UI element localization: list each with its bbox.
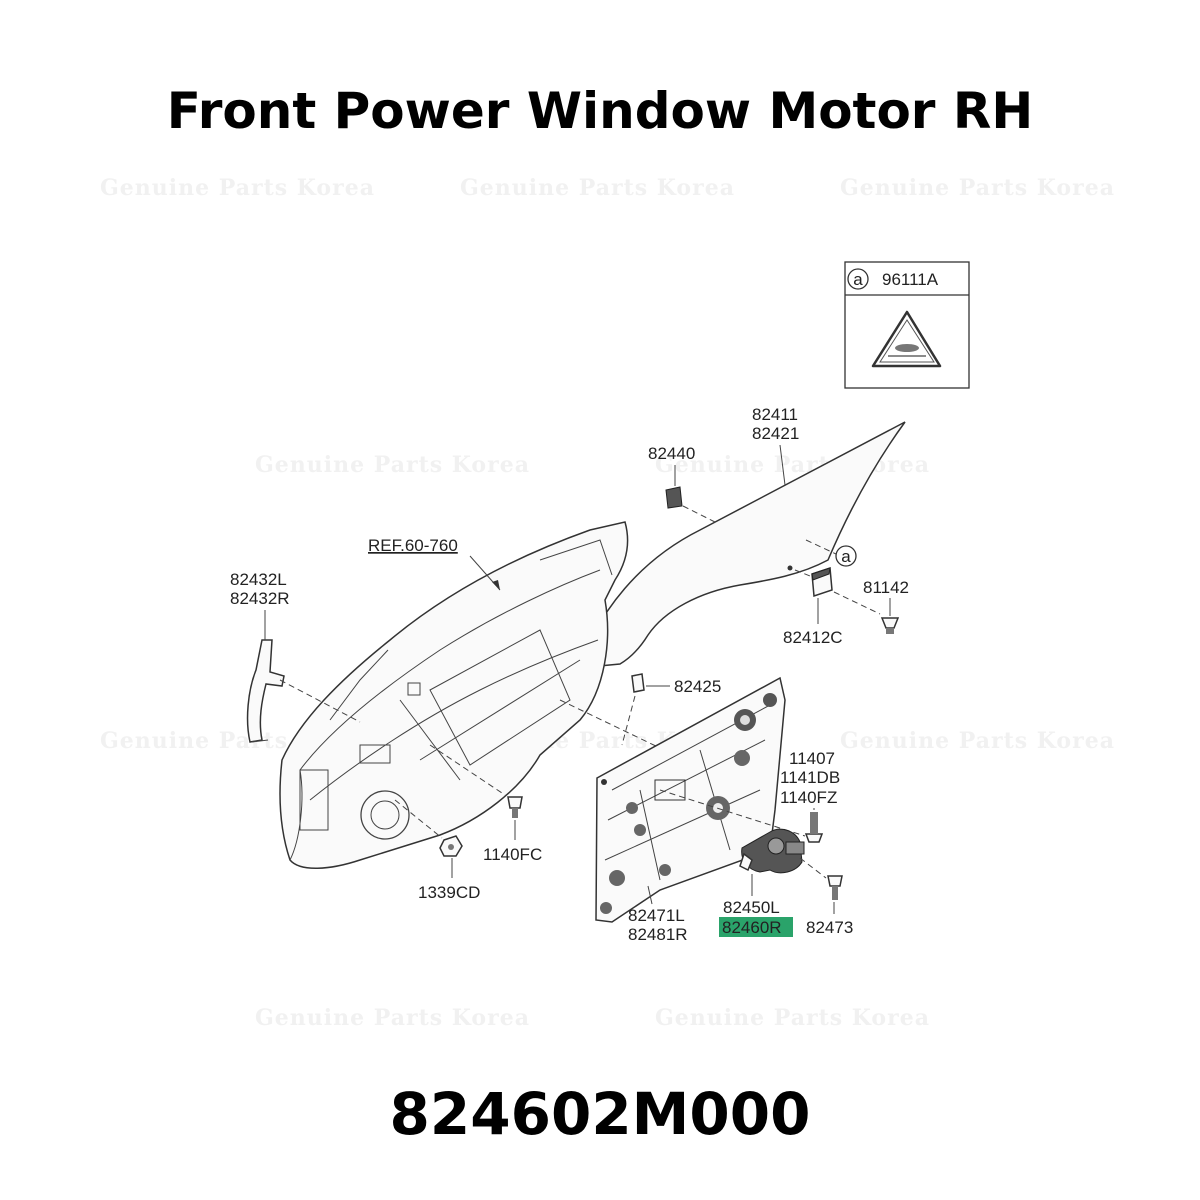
bracket-82412c xyxy=(811,566,833,598)
label-11407: 11407 xyxy=(789,749,835,768)
watermark-text: Genuine Parts Korea xyxy=(655,452,930,478)
watermark-text: Genuine Parts Korea xyxy=(255,452,530,478)
watermark-text: Genuine Parts Korea xyxy=(100,175,375,201)
callout-circle-icon xyxy=(847,268,869,290)
nut-1339cd xyxy=(439,835,463,857)
bolt-81142 xyxy=(880,617,900,634)
label-82481r: 82481R xyxy=(628,925,688,944)
label-82432r: 82432R xyxy=(230,589,290,608)
label-81142: 81142 xyxy=(863,578,909,597)
label-82412c: 82412C xyxy=(783,628,843,647)
label-1140fc: 1140FC xyxy=(483,845,542,864)
label-82450l: 82450L xyxy=(723,898,780,917)
clip-82425 xyxy=(631,673,645,693)
page-title: Front Power Window Motor RH xyxy=(166,82,1034,140)
legend-box: a 96111A xyxy=(844,261,970,389)
glass-callout-letter: a xyxy=(841,547,851,566)
part-number: 824602M000 xyxy=(389,1080,811,1148)
callout-circle-icon xyxy=(835,545,857,567)
ref-label: REF.60-760 xyxy=(368,536,458,555)
label-1339cd: 1339CD xyxy=(418,883,480,902)
label-82440: 82440 xyxy=(648,444,695,463)
bolt-82473 xyxy=(827,875,843,900)
decal-icon xyxy=(871,310,942,368)
watermark-text: Genuine Parts Korea xyxy=(460,175,735,201)
label-1141db: 1141DB xyxy=(780,768,840,787)
label-82411: 82411 xyxy=(752,405,798,424)
highlight-marker xyxy=(719,917,793,937)
watermark-text: Genuine Parts Korea xyxy=(840,728,1115,754)
label-82460r: 82460R xyxy=(722,918,782,937)
window-motor xyxy=(739,828,805,874)
screw-11407 xyxy=(804,812,824,843)
label-82425: 82425 xyxy=(674,677,721,696)
watermark-text: Genuine Parts Korea xyxy=(840,175,1115,201)
label-1140fz: 1140FZ xyxy=(780,788,837,807)
label-82471l: 82471L xyxy=(628,906,685,925)
clip-82440 xyxy=(665,486,683,509)
bolt-1140fc xyxy=(507,796,523,818)
window-glass xyxy=(576,421,906,669)
legend-code: 96111A xyxy=(882,270,939,289)
label-82473: 82473 xyxy=(806,918,853,937)
watermark-text: Genuine Parts Korea xyxy=(255,1005,530,1031)
label-82421: 82421 xyxy=(752,424,799,443)
label-82432l: 82432L xyxy=(230,570,287,589)
door-inner-panel xyxy=(279,521,629,869)
legend-letter: a xyxy=(853,270,863,289)
run-channel xyxy=(246,639,285,743)
watermark-text: Genuine Parts Korea xyxy=(655,1005,930,1031)
